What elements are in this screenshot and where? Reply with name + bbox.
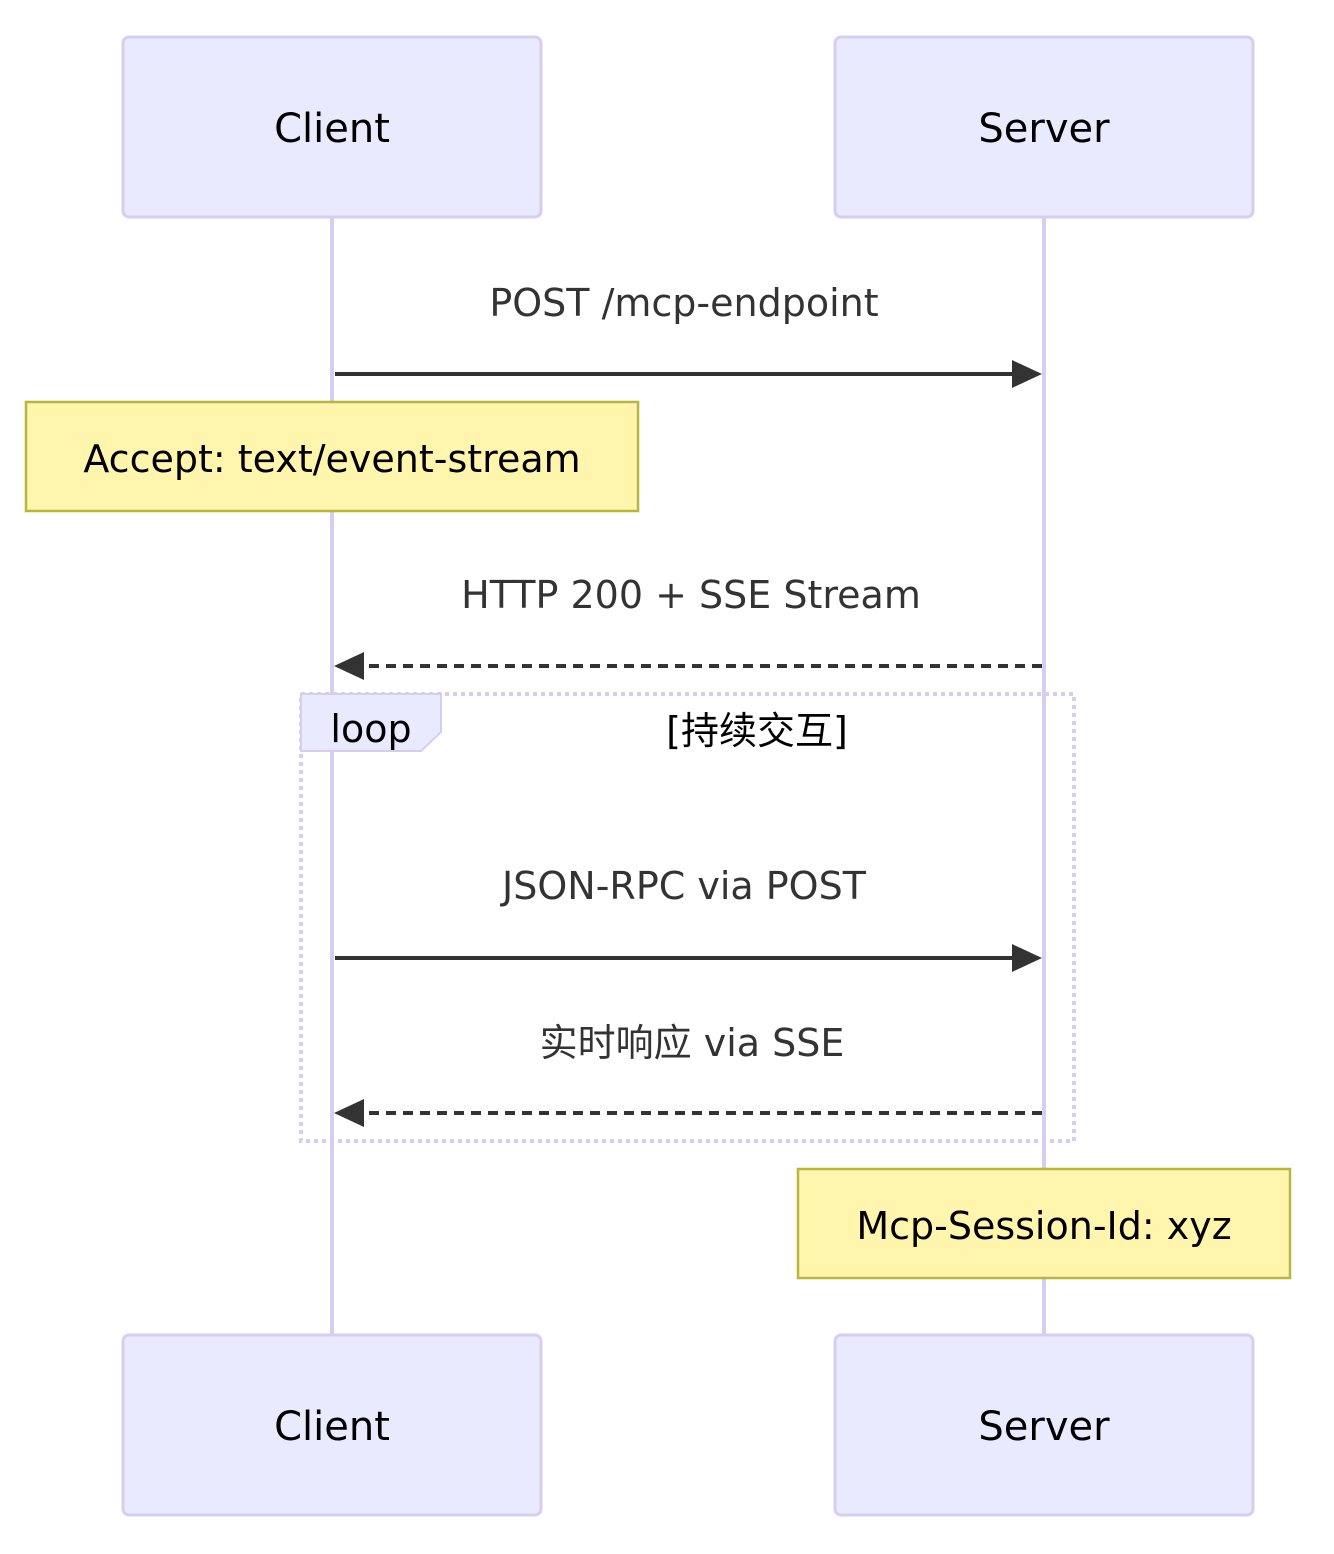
client-actor-bottom-box [121,1333,543,1517]
message-http-200-arrowhead [334,652,364,680]
note-session-id: Mcp-Session-Id: xyz [796,1167,1292,1280]
server-actor-top: Server [833,35,1255,219]
server-actor-bottom: Server [833,1333,1255,1517]
note-accept-header: Accept: text/event-stream [24,400,640,513]
client-actor-bottom-label: Client [274,1404,390,1450]
message-realtime-sse: 实时响应 via SSE [334,1021,1042,1127]
loop-label: loop [330,707,411,751]
message-post-endpoint-arrowhead [1012,360,1042,388]
message-realtime-sse-label: 实时响应 via SSE [540,1021,845,1065]
client-actor-top-label: Client [274,106,390,152]
server-actor-top-box [833,35,1255,219]
note-session-id-text: Mcp-Session-Id: xyz [856,1204,1231,1248]
message-http-200: HTTP 200 + SSE Stream [334,573,1042,680]
message-json-rpc: JSON-RPC via POST [335,864,1042,972]
client-actor-top: Client [121,35,543,219]
server-actor-top-label: Server [978,106,1110,152]
loop-condition: [持续交互] [666,709,848,753]
message-json-rpc-label: JSON-RPC via POST [500,864,867,908]
note-accept-header-box [24,400,640,513]
note-accept-header-text: Accept: text/event-stream [83,437,580,481]
client-actor-top-box [121,35,543,219]
server-actor-bottom-box [833,1333,1255,1517]
loop-label-tab [300,693,442,752]
loop-frame: loop [持续交互] [299,692,1076,1143]
message-post-endpoint-label: POST /mcp-endpoint [489,281,878,325]
message-post-endpoint: POST /mcp-endpoint [335,281,1042,388]
message-realtime-sse-arrowhead [334,1099,364,1127]
loop-frame-border [299,692,1076,1143]
note-session-id-box [796,1167,1292,1280]
message-http-200-label: HTTP 200 + SSE Stream [461,573,921,617]
client-actor-bottom: Client [121,1333,543,1517]
message-json-rpc-arrowhead [1012,944,1042,972]
server-actor-bottom-label: Server [978,1404,1110,1450]
